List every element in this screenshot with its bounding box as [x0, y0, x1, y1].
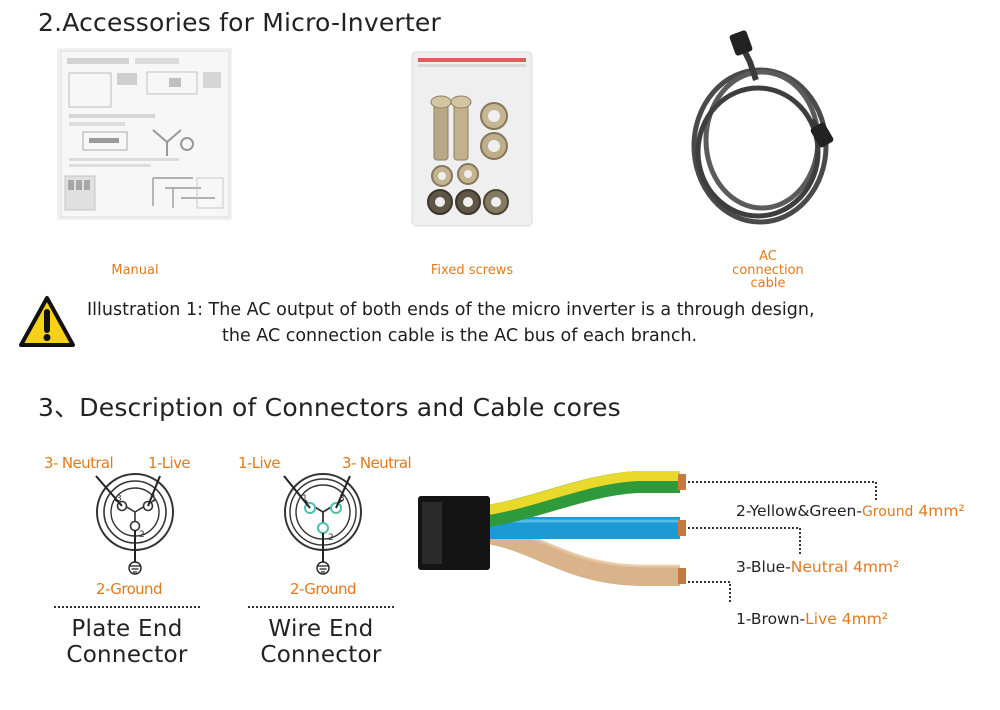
wire-connector-face-icon: 1 3 2 — [283, 473, 362, 575]
illustration-line-2: the AC connection cable is the AC bus of… — [222, 326, 698, 346]
wire-pin-3: 3 — [339, 494, 345, 504]
coiled-cable-icon — [691, 30, 834, 225]
section-2-title: 2.Accessories for Micro-Inverter — [38, 8, 441, 37]
ac-cable-image — [680, 28, 840, 238]
cable-core-prefix: 2-Yellow&Green- — [736, 502, 862, 520]
cable-core-prefix: 1-Brown- — [736, 610, 806, 628]
manual-sheet-icon — [57, 48, 232, 220]
plate-end-connector-diagram: 3 1 2 — [60, 470, 210, 582]
plate-pin-3: 3 — [116, 494, 122, 504]
cable-core-size: 4mm² — [852, 558, 900, 576]
manual-caption: Manual — [111, 263, 159, 278]
plate-pin-2: 2 — [139, 530, 145, 540]
wire-title-line: Connector — [260, 642, 382, 668]
cable-core-name: Live — [805, 610, 837, 628]
cable-core-name: Neutral — [790, 558, 849, 576]
cable-core-neutral-label: 3-Blue-Neutral 4mm² — [736, 558, 899, 576]
ground-symbol-icon — [316, 561, 330, 575]
cable-core-ground-label: 2-Yellow&Green-Ground 4mm² — [736, 502, 965, 520]
cable-core-size: 4mm² — [918, 502, 965, 520]
wire-divider — [248, 606, 394, 608]
wire-title-line: Wire End — [268, 616, 374, 642]
cable-core-prefix: 3-Blue- — [736, 558, 791, 576]
section-3-title: 3、Description of Connectors and Cable co… — [38, 393, 621, 422]
wire-pin-1: 1 — [302, 494, 308, 504]
wire-neutral-label: 3- Neutral — [342, 454, 412, 472]
ac-cable-caption: AC connection cable — [712, 250, 824, 291]
plate-title-line: Plate End — [71, 616, 183, 642]
fixed-screws-caption: Fixed screws — [430, 263, 514, 278]
illustration-line-1: Illustration 1: The AC output of both en… — [87, 300, 815, 320]
manual-image — [57, 48, 232, 220]
plate-neutral-label: 3- Neutral — [44, 454, 114, 472]
wire-pin-2: 2 — [328, 533, 334, 543]
plate-connector-face-icon: 3 1 2 — [95, 473, 174, 575]
cable-cores-diagram — [418, 458, 1000, 638]
plate-live-label: 1-Live — [148, 454, 191, 472]
wire-end-connector-title: Wire End Connector — [238, 616, 404, 668]
screws-bag-icon — [411, 51, 533, 227]
cable-core-size: 4mm² — [841, 610, 889, 628]
warning-icon — [18, 295, 76, 349]
ac-cable-caption-line: AC — [759, 249, 777, 264]
wire-live-label: 1-Live — [238, 454, 281, 472]
plate-end-connector-title: Plate End Connector — [44, 616, 210, 668]
plate-ground-label: 2-Ground — [96, 580, 162, 598]
plate-title-line: Connector — [66, 642, 188, 668]
fixed-screws-image — [410, 50, 534, 228]
plate-divider — [54, 606, 200, 608]
cable-cores-illustration — [418, 471, 877, 604]
ac-cable-caption-line: connection — [732, 262, 804, 278]
plate-pin-1: 1 — [151, 494, 157, 504]
cable-core-name: Ground — [861, 504, 914, 520]
ac-cable-caption-line: cable — [750, 276, 786, 291]
cable-core-live-label: 1-Brown-Live 4mm² — [736, 610, 888, 628]
wire-end-connector-diagram: 1 3 2 — [248, 470, 398, 582]
wire-ground-label: 2-Ground — [290, 580, 356, 598]
ground-symbol-icon — [128, 561, 142, 575]
